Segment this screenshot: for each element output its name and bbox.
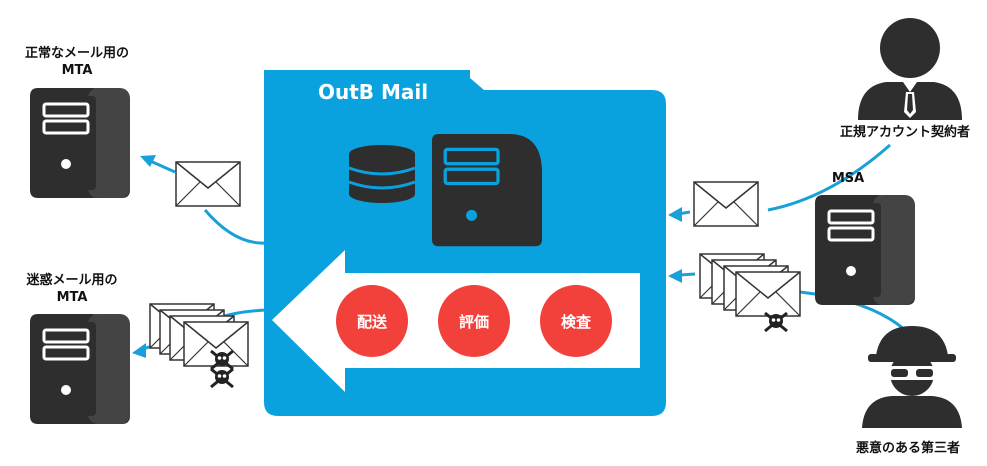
attacker-label: 悪意のある第三者 [855, 441, 960, 456]
spam-mta-label-line1: 迷惑メール用の [26, 273, 118, 288]
normal-mta-label: 正常なメール用の MTA [2, 45, 152, 79]
normal-mta-label-line1: 正常なメール用の [24, 46, 129, 61]
msa-label: MSA [831, 171, 865, 186]
connector-lines [132, 143, 906, 358]
step-delivery: 配送 [336, 285, 408, 357]
outb-server-icon [432, 134, 542, 247]
arrow-head-in-spam [668, 269, 682, 283]
outgoing-mail-envelope-icon [175, 161, 241, 207]
incoming-mail-envelope-icon [693, 181, 759, 227]
line-to-normal-mta [203, 209, 267, 245]
normal-mta-label-line2: MTA [61, 63, 93, 78]
step-evaluation: 評価 [438, 285, 510, 357]
normal-mta-server-icon [28, 86, 132, 200]
spam-mta-server-icon [28, 312, 132, 426]
arrow-head-in-normal [668, 207, 682, 222]
database-icon [348, 145, 416, 203]
skull-icon-right [763, 311, 789, 333]
attacker-thief-icon [862, 326, 962, 428]
arrow-head-normal [140, 155, 156, 167]
arrow-head-spam [132, 343, 146, 358]
spam-envelopes-right-icon [699, 253, 801, 317]
legit-user-label: 正規アカウント契約者 [839, 125, 970, 140]
step-inspection: 検査 [540, 285, 612, 357]
spam-mta-label-line2: MTA [56, 290, 88, 305]
spam-mta-label: 迷惑メール用の MTA [2, 272, 142, 306]
line-attacker [799, 290, 906, 332]
line-user-to-msa [767, 143, 891, 212]
user-businessman-icon [858, 18, 962, 120]
msa-server-icon [813, 193, 917, 307]
outb-mail-title: OutB Mail [318, 80, 429, 104]
skull-icon [209, 367, 235, 389]
